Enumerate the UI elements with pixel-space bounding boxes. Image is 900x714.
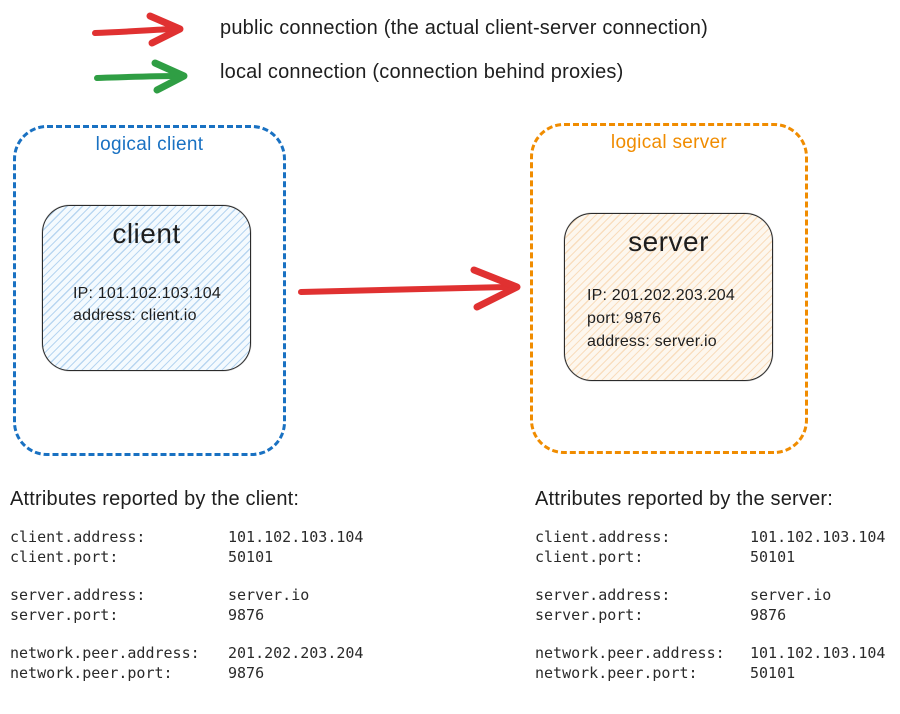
attribute-value: 9876: [228, 605, 265, 624]
attribute-row: server.address: server.io: [535, 586, 885, 606]
server-address-line: address: server.io: [587, 333, 717, 350]
attribute-key: server.address:: [10, 586, 146, 604]
attribute-row: network.peer.port: 9876: [10, 664, 363, 684]
attribute-key: client.port:: [10, 547, 119, 566]
server-node-title: server: [628, 226, 709, 257]
attribute-value: 101.102.103.104: [750, 528, 886, 546]
client-node: client IP: 101.102.103.104 address: clie…: [42, 205, 251, 371]
attribute-key: client.address:: [535, 528, 671, 546]
attribute-value: 50101: [750, 547, 796, 566]
attribute-key: server.address:: [535, 586, 671, 604]
attribute-value: 101.102.103.104: [750, 644, 886, 662]
client-node-title: client: [112, 218, 181, 249]
attribute-group-client-endpoint: client.address: 101.102.103.104 client.p…: [535, 528, 885, 567]
attribute-value: server.io: [228, 586, 310, 604]
legend-label-local-connection: local connection (connection behind prox…: [220, 61, 624, 83]
attribute-key: client.port:: [535, 547, 644, 566]
attribute-value: 50101: [750, 663, 796, 682]
attribute-key: network.peer.port:: [10, 663, 173, 682]
attribute-key: server.port:: [10, 605, 119, 624]
logical-server-group: logical server server IP: 201.202.203.20…: [530, 123, 808, 454]
server-node-info: IP: 201.202.203.204 port: 9876 address: …: [587, 284, 735, 353]
attribute-value: 9876: [228, 663, 265, 682]
attribute-group-server-endpoint: server.address: server.io server.port: 9…: [535, 586, 885, 625]
attribute-row: client.port: 50101: [535, 548, 885, 568]
attribute-row: server.port: 9876: [535, 606, 885, 626]
attribute-key: network.peer.address:: [535, 644, 725, 662]
server-attributes-panel: Attributes reported by the server: clien…: [535, 486, 885, 683]
attribute-row: client.address: 101.102.103.104: [535, 528, 885, 548]
legend-label-public-connection: public connection (the actual client-ser…: [220, 17, 708, 39]
attribute-value: 101.102.103.104: [228, 528, 364, 546]
attribute-value: 201.202.203.204: [228, 644, 364, 662]
server-attributes-table: client.address: 101.102.103.104 client.p…: [535, 528, 885, 683]
attribute-value: server.io: [750, 586, 832, 604]
attribute-row: server.port: 9876: [10, 606, 363, 626]
attribute-group-network-peer: network.peer.address: 101.102.103.104 ne…: [535, 644, 885, 683]
server-port-line: port: 9876: [587, 310, 662, 327]
local-connection-arrow-icon: [94, 59, 188, 94]
client-address-line: address: client.io: [73, 307, 197, 324]
client-ip-line: IP: 101.102.103.104: [73, 285, 221, 302]
attribute-group-server-endpoint: server.address: server.io server.port: 9…: [10, 586, 363, 625]
logical-client-group: logical client client IP: 101.102.103.10…: [13, 125, 286, 456]
attribute-key: network.peer.port:: [535, 663, 698, 682]
attribute-value: 9876: [750, 605, 787, 624]
attribute-row: network.peer.address: 201.202.203.204: [10, 644, 363, 664]
attribute-group-client-endpoint: client.address: 101.102.103.104 client.p…: [10, 528, 363, 567]
client-attributes-title: Attributes reported by the client:: [10, 488, 300, 510]
client-node-info: IP: 101.102.103.104 address: client.io: [73, 283, 221, 327]
attribute-row: client.address: 101.102.103.104: [10, 528, 363, 548]
public-connection-arrow-icon: [92, 12, 184, 47]
attribute-key: network.peer.address:: [10, 644, 200, 662]
attribute-key: server.port:: [535, 605, 644, 624]
attribute-group-network-peer: network.peer.address: 201.202.203.204 ne…: [10, 644, 363, 683]
client-to-server-arrow-icon: [298, 266, 521, 311]
attribute-key: client.address:: [10, 528, 146, 546]
attribute-row: network.peer.port: 50101: [535, 664, 885, 684]
server-ip-line: IP: 201.202.203.204: [587, 287, 735, 304]
attribute-value: 50101: [228, 547, 274, 566]
logical-client-label: logical client: [95, 134, 204, 155]
server-node: server IP: 201.202.203.204 port: 9876 ad…: [564, 213, 773, 381]
logical-server-label: logical server: [610, 132, 728, 153]
server-attributes-title: Attributes reported by the server:: [535, 488, 834, 510]
attribute-row: network.peer.address: 101.102.103.104: [535, 644, 885, 664]
attribute-row: client.port: 50101: [10, 548, 363, 568]
attribute-row: server.address: server.io: [10, 586, 363, 606]
client-attributes-panel: Attributes reported by the client: clien…: [10, 486, 363, 683]
client-attributes-table: client.address: 101.102.103.104 client.p…: [10, 528, 363, 683]
